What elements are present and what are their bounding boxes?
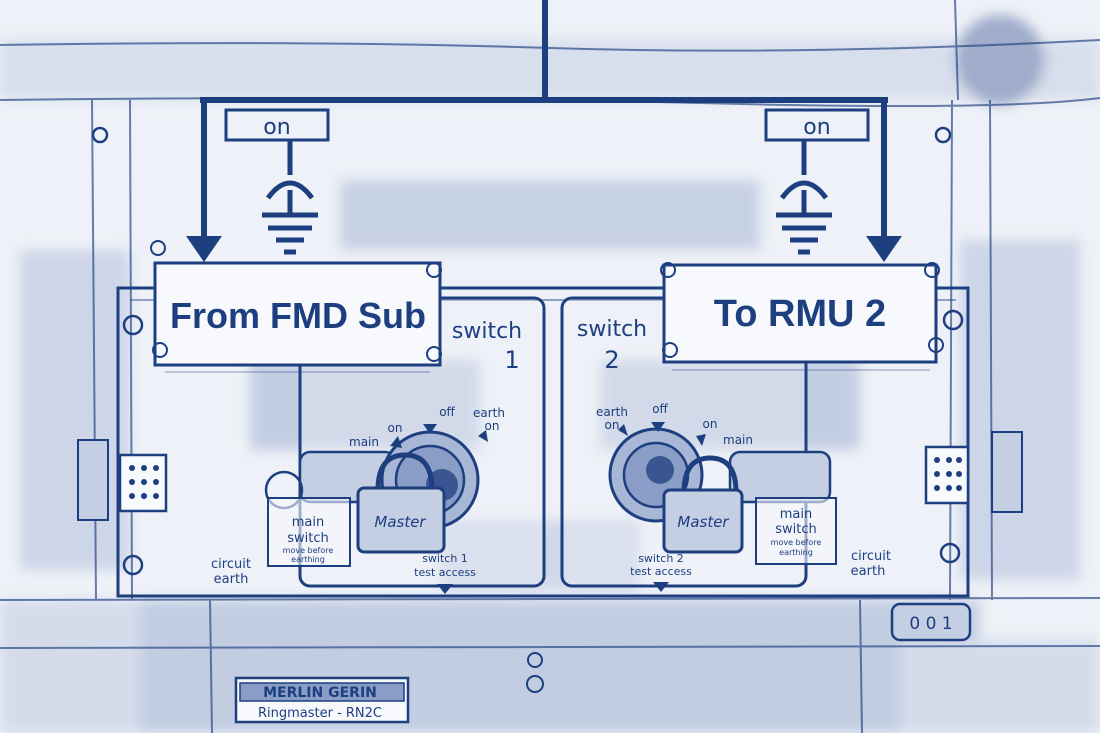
switch1-number: 1 [504, 346, 519, 374]
switch2-padlock: Master [662, 455, 744, 554]
switch2-off-label: off [652, 402, 668, 416]
switch1-main-switch-label: main [292, 515, 324, 530]
switch2-test-access2: test access [630, 565, 692, 578]
switch1-earth-label: earth [473, 406, 505, 420]
switch2-on-label: on [703, 417, 718, 431]
left-on-text: on [263, 115, 290, 140]
switch2-title: switch [577, 317, 647, 342]
switch2-earth-label: earth [596, 405, 628, 419]
switch1-main-switch-note2: earthing [291, 555, 325, 564]
right-on-indicator: on [764, 108, 870, 142]
switch1-main-switch-label2: switch [287, 531, 329, 546]
left-keypad [77, 439, 168, 521]
switch1-test-arrow [437, 584, 453, 594]
switch1-main-label: main [349, 435, 379, 449]
switch1-padlock-brand: Master [374, 513, 426, 531]
switch2-main-switch-tag: main switch move before earthing [755, 497, 837, 565]
to-rmu-2-plate: To RMU 2 [660, 262, 944, 364]
left-earth-symbol [262, 140, 318, 255]
switch2-main-label: main [723, 433, 753, 447]
switch2-position-labels: earth on off on main [596, 402, 753, 447]
switch2-test-access: switch 2 [638, 552, 684, 565]
plate-hatching [165, 369, 930, 373]
switch1-earth-on-label: on [485, 419, 500, 433]
right-feeder-arrow [866, 236, 902, 262]
cabinet-outline [116, 286, 970, 598]
right-earth-symbol [776, 140, 832, 255]
switch2-main-switch-label: main [780, 507, 812, 522]
counter-display-value: 0 0 1 [909, 614, 952, 634]
right-keypad [924, 431, 1023, 513]
switch1-test-access: switch 1 [422, 552, 468, 565]
switch1-main-switch-note: move before [283, 546, 334, 555]
nameplate-model: Ringmaster - RN2C [258, 706, 382, 721]
switch2-padlock-brand: Master [677, 513, 729, 531]
left-on-indicator: on [224, 108, 330, 142]
switch2-main-switch-label2: switch [775, 522, 817, 537]
merlin-gerin-nameplate: MERLIN GERIN Ringmaster - RN2C [234, 676, 410, 724]
switch1-on-label: on [388, 421, 403, 435]
switch1-test-access2: test access [414, 566, 476, 579]
switch2-circuit-earth: circuit [851, 549, 891, 564]
switch1-position-labels: main on off earth on [349, 405, 505, 449]
switch1-circuit-earth2: earth [214, 572, 249, 587]
switch1-off-label: off [439, 405, 455, 419]
switch1-padlock: Master [356, 452, 446, 554]
switch2-main-switch-note: move before [771, 538, 822, 547]
counter-display: 0 0 1 [890, 602, 972, 642]
switch1-title: switch [452, 319, 522, 344]
switch1-circuit-earth: circuit [211, 557, 251, 572]
switch2-earth-on-label: on [605, 418, 620, 432]
lower-knobs [526, 652, 544, 693]
cabinet-bolts [91, 126, 964, 576]
switch2-circuit-earth2: earth [851, 564, 886, 579]
left-feeder-arrow [186, 236, 222, 262]
switch2-number: 2 [604, 346, 619, 374]
switch2-main-switch-note2: earthing [779, 548, 813, 557]
switch2-test-arrow [653, 582, 669, 592]
nameplate-brand: MERLIN GERIN [263, 685, 377, 701]
feeder-lines [200, 0, 888, 250]
right-on-text: on [803, 115, 830, 140]
switch1-main-switch-tag: main switch move before earthing [267, 497, 351, 567]
to-rmu-2-label: To RMU 2 [714, 293, 886, 335]
from-fmd-sub-plate: From FMD Sub [150, 240, 442, 367]
from-fmd-sub-label: From FMD Sub [170, 295, 426, 336]
